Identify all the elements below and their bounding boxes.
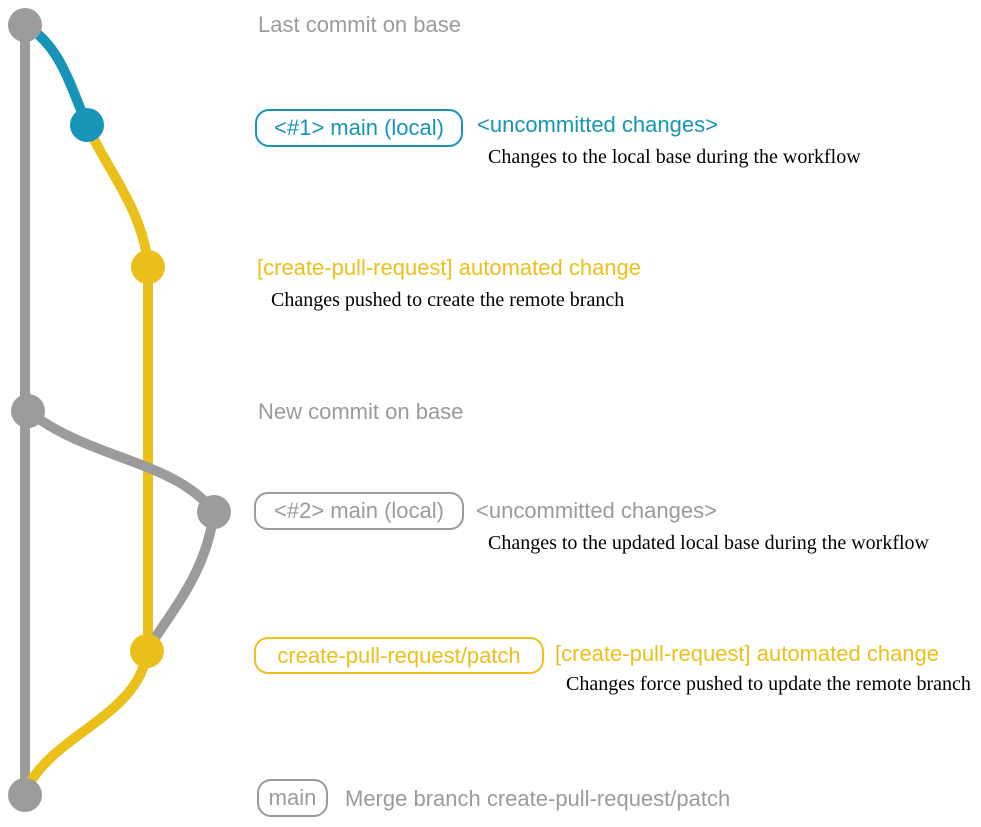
caption-merge-branch: Merge branch create-pull-request/patch	[345, 786, 731, 811]
note-automated-change-2: Changes force pushed to update the remot…	[566, 673, 971, 695]
commit-node-patch-1	[131, 250, 165, 284]
caption-automated-change-2: [create-pull-request] automated change	[555, 641, 940, 666]
local-branch-curve-1	[20, 20, 92, 130]
patch-branch-curve-1	[82, 120, 153, 267]
patch-merge-curve	[22, 646, 152, 793]
commit-node-local-2	[197, 495, 231, 529]
local-branch-curve-2	[23, 406, 219, 517]
caption-automated-change-1: [create-pull-request] automated change	[257, 255, 642, 280]
commit-node-merge	[8, 778, 42, 812]
commit-node-base-2	[11, 394, 45, 428]
note-uncommitted-changes-2: Changes to the updated local base during…	[488, 532, 929, 554]
commit-node-base-1	[8, 8, 42, 42]
note-automated-change-1: Changes pushed to create the remote bran…	[271, 289, 625, 311]
branch-label-main: main	[257, 779, 328, 817]
commit-node-patch-2	[130, 634, 164, 668]
branch-label-patch-text: create-pull-request/patch	[277, 642, 521, 668]
branch-label-main-local-1-text: <#1> main (local)	[274, 115, 444, 140]
caption-uncommitted-changes-1: <uncommitted changes>	[477, 112, 718, 137]
caption-new-commit: New commit on base	[258, 399, 464, 424]
branch-label-patch: create-pull-request/patch	[254, 637, 544, 674]
commit-node-local-1	[70, 108, 104, 142]
branch-label-main-local-1: <#1> main (local)	[255, 109, 463, 147]
caption-uncommitted-changes-2: <uncommitted changes>	[476, 498, 717, 523]
caption-last-commit: Last commit on base	[258, 12, 461, 37]
branch-label-main-local-2-text: <#2> main (local)	[274, 498, 444, 523]
branch-label-main-text: main	[268, 785, 317, 810]
branch-label-main-local-2: <#2> main (local)	[254, 492, 464, 530]
note-uncommitted-changes-1: Changes to the local base during the wor…	[488, 146, 861, 168]
local-branch-curve-3	[142, 507, 219, 656]
